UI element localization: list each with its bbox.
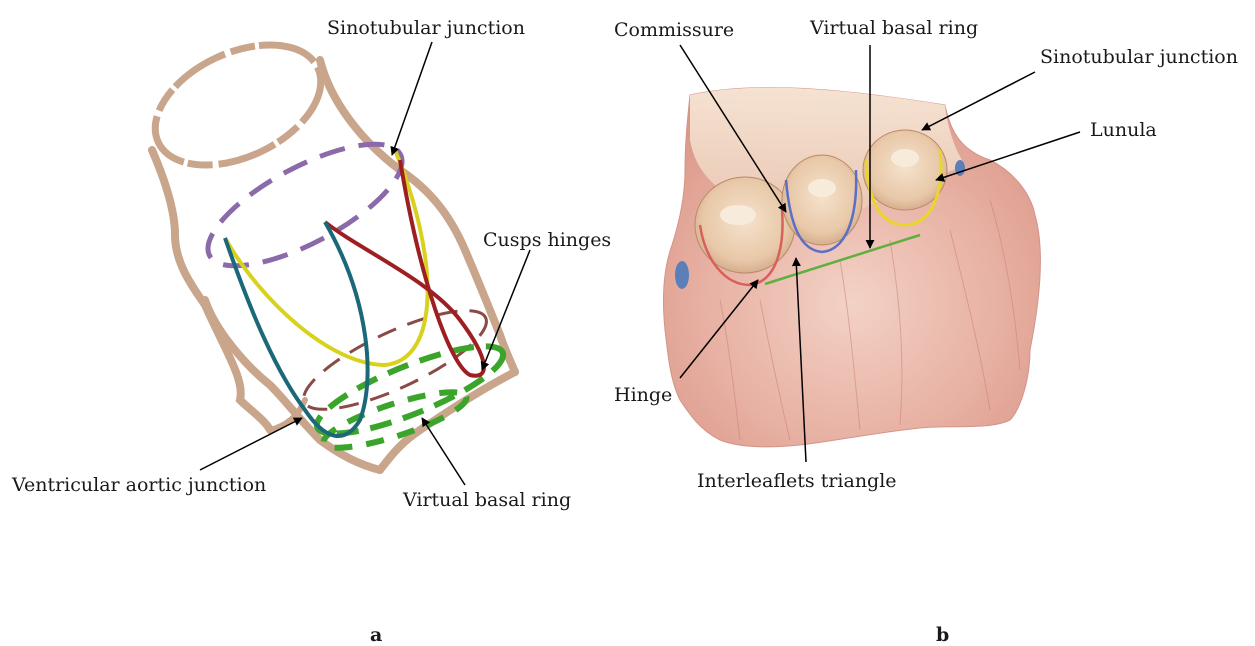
label-sinotubular-junction-b: Sinotubular junction [1040, 48, 1238, 67]
arrow-sinotubular-b [922, 72, 1035, 130]
label-interleaflets-triangle: Interleaflets triangle [697, 472, 897, 491]
sinotubular-ring [192, 121, 418, 290]
aortic-bottom-right [380, 372, 515, 470]
label-lunula: Lunula [1090, 121, 1157, 140]
panel-a-arrows [200, 42, 530, 485]
arrow-va-junction [200, 418, 302, 470]
panel-label-b: b [936, 626, 949, 645]
label-virtual-basal-ring-b: Virtual basal ring [810, 19, 978, 38]
label-cusps-hinges: Cusps hinges [483, 231, 611, 250]
aortic-top-opening [136, 21, 339, 190]
label-virtual-basal-ring-a: Virtual basal ring [403, 491, 571, 510]
va-junction-ring [293, 292, 498, 427]
panel-a-drawing [136, 21, 515, 470]
label-hinge: Hinge [614, 386, 672, 405]
label-sinotubular-junction-a: Sinotubular junction [327, 19, 525, 38]
arrow-basal-ring-a [422, 418, 465, 485]
cusp-right-dimple [891, 149, 919, 167]
cusp-middle-dimple [808, 179, 836, 197]
panel-b-drawing [663, 88, 1040, 447]
arrow-sinotubular-a [392, 42, 432, 155]
cusp-left-dimple [720, 205, 756, 225]
yellow-cusp-curve [225, 150, 428, 365]
cusp-right [863, 130, 947, 210]
aortic-outer-left [205, 300, 380, 470]
panel-label-a: a [370, 626, 382, 645]
cusp-middle [782, 155, 862, 245]
label-commissure: Commissure [614, 21, 734, 40]
label-ventricular-aortic-junction: Ventricular aortic junction [12, 476, 266, 495]
vessel-left [675, 261, 689, 289]
